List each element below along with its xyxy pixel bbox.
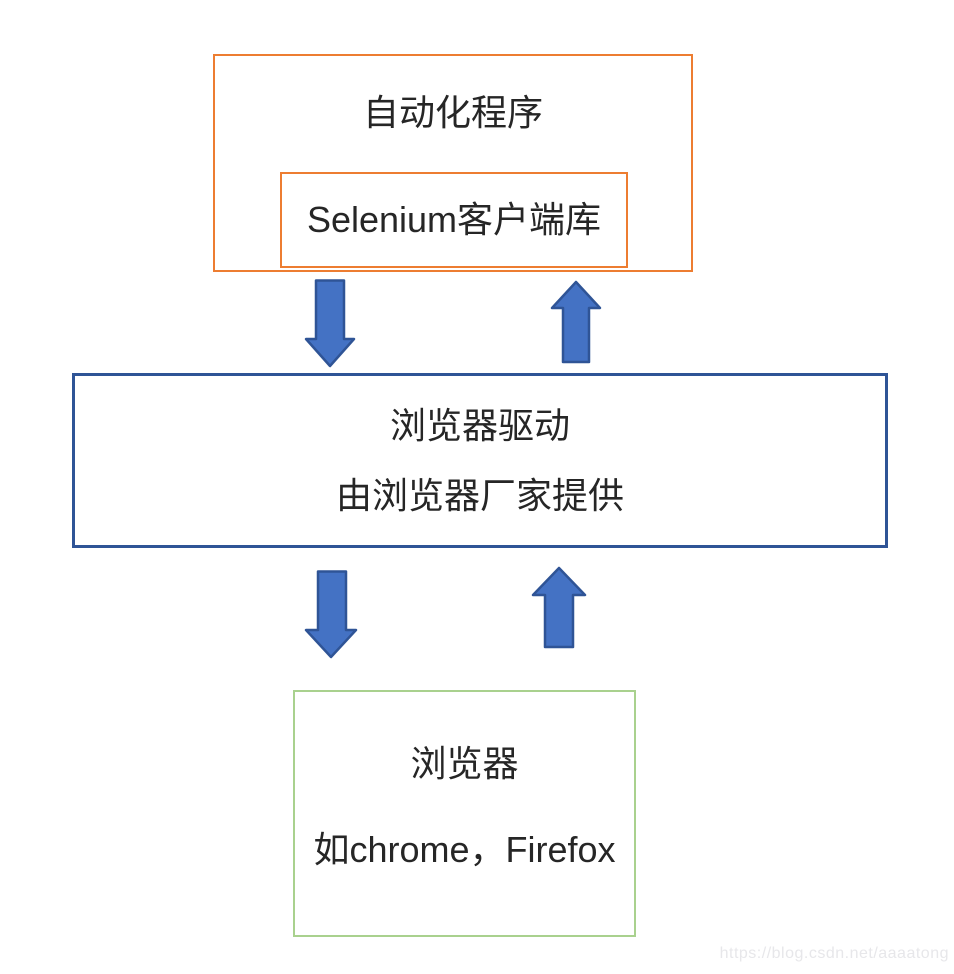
browser-box: 浏览器 如chrome，Firefox bbox=[293, 690, 636, 937]
browser-driver-box: 浏览器驱动 由浏览器厂家提供 bbox=[72, 373, 888, 548]
selenium-client-library-label: Selenium客户端库 bbox=[306, 199, 602, 241]
browser-examples-label: 如chrome，Firefox bbox=[313, 828, 616, 870]
watermark: https://blog.csdn.net/aaaatong bbox=[719, 945, 949, 962]
down-arrow-icon bbox=[304, 279, 356, 368]
automation-program-label: 自动化程序 bbox=[362, 92, 543, 133]
browser-label: 浏览器 bbox=[410, 743, 519, 785]
browser-driver-subtitle: 由浏览器厂家提供 bbox=[335, 474, 624, 516]
up-arrow-icon bbox=[550, 280, 602, 364]
automation-program-box: 自动化程序 bbox=[213, 54, 693, 272]
browser-driver-label: 浏览器驱动 bbox=[389, 405, 570, 447]
up-arrow-icon bbox=[531, 566, 587, 649]
down-arrow-icon bbox=[304, 570, 358, 659]
selenium-client-library-box: Selenium客户端库 bbox=[280, 172, 628, 268]
